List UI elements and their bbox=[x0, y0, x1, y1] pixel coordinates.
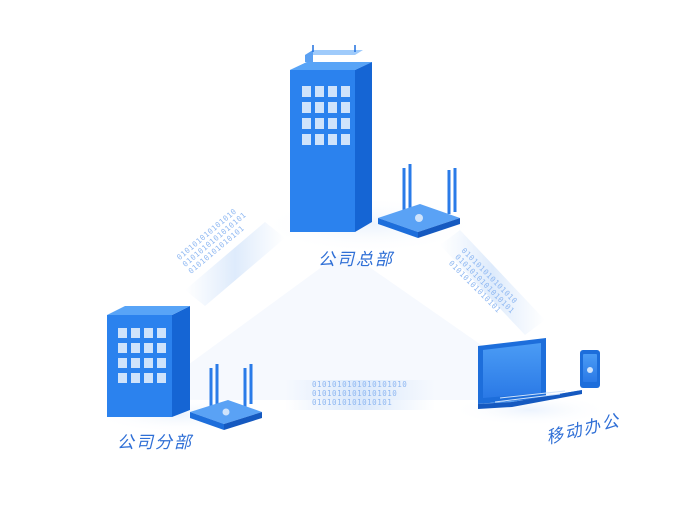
bits-line: 01010101010101010 bbox=[312, 389, 398, 398]
link-branch-mobile bbox=[285, 380, 435, 410]
link-hq-mobile bbox=[440, 230, 545, 335]
headquarters-building bbox=[290, 45, 372, 232]
branch-label: 公司分部 bbox=[117, 433, 193, 453]
headquarters-router bbox=[378, 164, 460, 238]
network-area bbox=[140, 250, 560, 400]
branch-building bbox=[107, 306, 190, 417]
headquarters-label: 公司总部 bbox=[318, 250, 394, 270]
branch-router bbox=[190, 364, 262, 430]
phone bbox=[580, 350, 600, 388]
laptop bbox=[478, 338, 582, 409]
bits-line: 0101010101010101010 bbox=[312, 380, 408, 389]
link-hq-branch bbox=[185, 222, 285, 306]
bits-branch-mobile: 0101010101010101010 01010101010101010 01… bbox=[312, 380, 407, 407]
bits-line: 0101010101010101 bbox=[312, 398, 393, 407]
